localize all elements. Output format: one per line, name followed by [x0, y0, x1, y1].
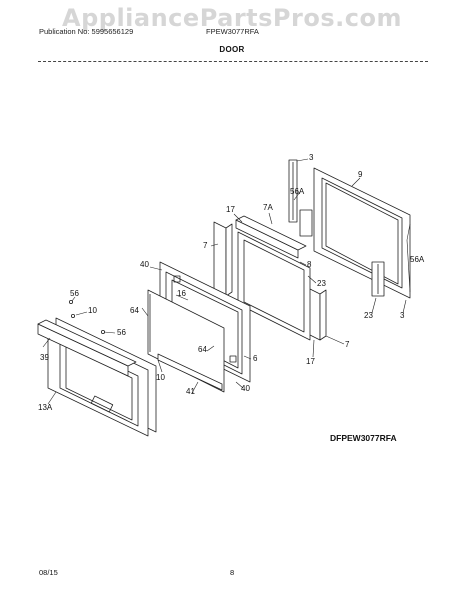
- part-label-13a: 13A: [38, 403, 53, 412]
- part-label-7: 7: [203, 241, 208, 250]
- part-label-7a: 7A: [263, 203, 273, 212]
- part-label-10: 10: [88, 306, 97, 315]
- part-label-16: 16: [177, 289, 186, 298]
- part-label-6: 6: [253, 354, 258, 363]
- part-label-17: 17: [226, 205, 235, 214]
- part-label-40: 40: [140, 260, 149, 269]
- bottom-strip-41: [157, 353, 223, 391]
- part-label-56: 56: [117, 328, 126, 337]
- part-label-56a: 56A: [290, 187, 305, 196]
- part-label-3: 3: [309, 153, 314, 162]
- model-number: FPEW3077RFA: [206, 27, 259, 36]
- part-label-56a: 56A: [410, 255, 425, 264]
- part-label-3: 3: [400, 311, 405, 320]
- part-label-39: 39: [40, 353, 49, 362]
- footer-date: 08/15: [39, 568, 58, 577]
- glass-panel-16: [147, 289, 225, 393]
- watermark: AppliancePartsPros.com: [62, 4, 402, 32]
- header-divider: [38, 61, 428, 62]
- section-title: DOOR: [219, 45, 245, 54]
- insulation-top-7a: [235, 215, 307, 259]
- part-label-8: 8: [307, 260, 312, 269]
- hinge-lower: [371, 261, 385, 297]
- part-label-64: 64: [198, 345, 207, 354]
- part-label-41: 41: [186, 387, 195, 396]
- part-label-10: 10: [156, 373, 165, 382]
- insulation-left-7: [213, 221, 233, 297]
- part-label-7: 7: [345, 340, 350, 349]
- insulation-right-7: [307, 287, 327, 341]
- footer-page-number: 8: [230, 568, 235, 577]
- part-label-40: 40: [241, 384, 250, 393]
- part-label-9: 9: [358, 170, 363, 179]
- part-label-23: 23: [317, 279, 326, 288]
- inner-glass-8: [237, 231, 311, 341]
- screws: [69, 299, 106, 334]
- hinge-upper: [288, 159, 313, 237]
- part-label-23: 23: [364, 311, 373, 320]
- part-label-64: 64: [130, 306, 139, 315]
- part-labels: 3 56A 9 17 7A 7 40 8 23 56A 16 56 10 64 …: [38, 153, 425, 412]
- outer-door-frame-9: [313, 167, 411, 299]
- leader-lines: [42, 158, 411, 405]
- door-handle-39: [37, 319, 137, 377]
- publication-number: Publication No: 5995656129: [39, 27, 134, 36]
- part-label-17: 17: [306, 357, 315, 366]
- diagram-code: DFPEW3077RFA: [330, 433, 397, 443]
- part-label-56: 56: [70, 289, 79, 298]
